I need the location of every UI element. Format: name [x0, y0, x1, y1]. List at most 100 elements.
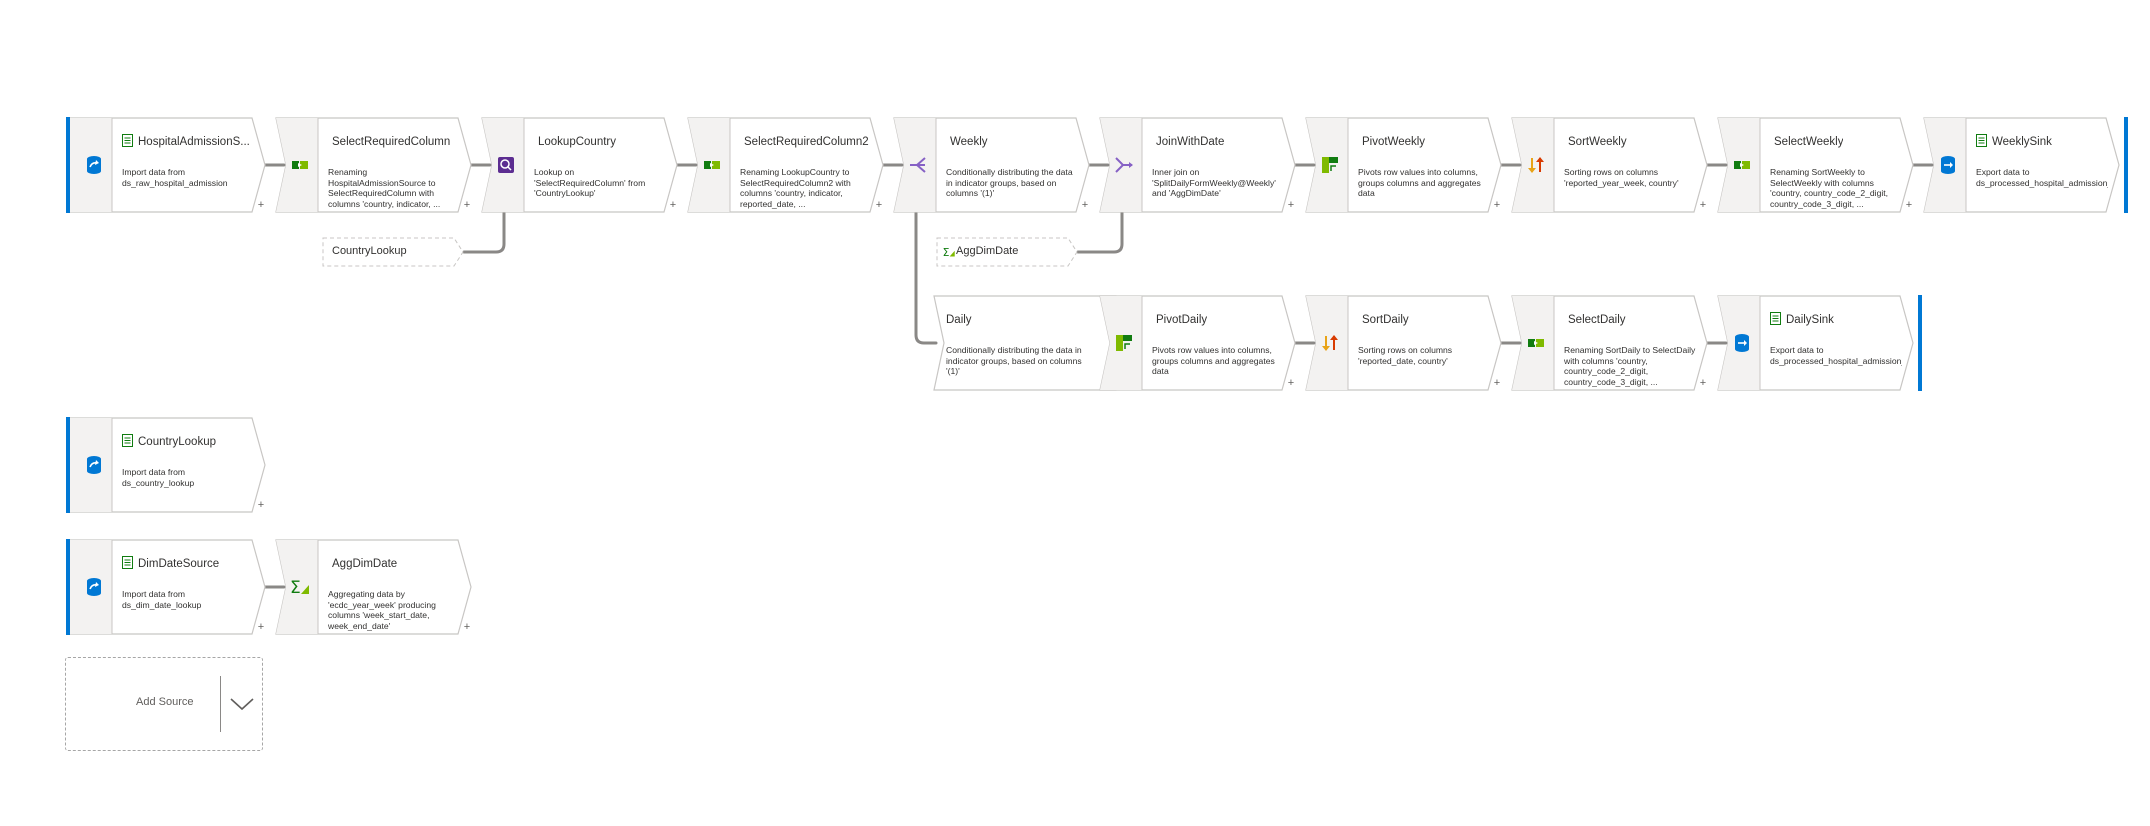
node-description: Sorting rows on columns 'reported_year_w… [1564, 167, 1679, 188]
branch-line [914, 211, 938, 345]
chevron-down-icon[interactable] [229, 696, 255, 712]
node-title: SelectWeekly [1774, 136, 1844, 148]
lookup-reference-line [462, 211, 506, 254]
node-title: PivotWeekly [1362, 136, 1426, 148]
sink-icon [1941, 156, 1955, 174]
node-frame [275, 117, 472, 213]
lookup-icon [498, 157, 514, 173]
node-icon-holder [1312, 295, 1348, 391]
node-icon-holder [1724, 295, 1760, 391]
add-transformation-button[interactable]: + [1699, 377, 1707, 389]
ghost-label: AggDimDate [956, 245, 1019, 257]
aggregate-icon: Σ [943, 246, 955, 259]
ghost-agg-dim-date[interactable]: Σ AggDimDate [936, 237, 1078, 267]
node-title: SelectDaily [1568, 314, 1626, 326]
doc-icon [122, 434, 133, 447]
svg-text:Σ: Σ [943, 246, 950, 259]
ghost-label: CountryLookup [332, 245, 407, 257]
add-transformation-button[interactable]: + [257, 621, 265, 633]
add-transformation-button[interactable]: + [1287, 199, 1295, 211]
add-transformation-button[interactable]: + [1493, 377, 1501, 389]
add-transformation-button[interactable]: + [1287, 377, 1295, 389]
add-transformation-button[interactable]: + [463, 621, 471, 633]
node-icon-holder [900, 117, 936, 213]
doc-icon [122, 556, 133, 569]
node-title: WeeklySink [1992, 136, 2052, 148]
node-frame [1099, 295, 1296, 391]
sink-indicator-bar [2124, 117, 2128, 213]
add-transformation-button[interactable]: + [1493, 199, 1501, 211]
doc-icon [122, 134, 133, 147]
source-icon [87, 456, 101, 474]
node-description: Import data from ds_raw_hospital_admissi… [122, 167, 228, 188]
ghost-frame [322, 237, 464, 267]
node-description: Renaming HospitalAdmissionSource to Sele… [328, 167, 441, 209]
add-transformation-button[interactable]: + [1905, 199, 1913, 211]
add-transformation-button[interactable]: + [669, 199, 677, 211]
add-source-divider [220, 676, 221, 732]
node-description: Pivots row values into columns, groups c… [1152, 345, 1275, 376]
node-frame [1511, 117, 1708, 213]
add-transformation-button[interactable]: + [463, 199, 471, 211]
source-icon [87, 578, 101, 596]
node-description: Export data to ds_processed_hospital_adm… [1976, 167, 2108, 188]
node-description: Lookup on 'SelectRequiredColumn' from 'C… [534, 167, 646, 198]
node-icon-holder [1518, 117, 1554, 213]
node-icon-holder [76, 417, 112, 513]
node-frame [69, 539, 266, 635]
sink-indicator-bar [1918, 295, 1922, 391]
select-icon [704, 161, 720, 169]
sort-icon [1322, 335, 1338, 351]
add-transformation-button[interactable]: + [257, 199, 265, 211]
select-icon [292, 161, 308, 169]
add-source-button[interactable]: Add Source [65, 657, 263, 751]
node-title: SortDaily [1362, 314, 1409, 326]
node-description: Inner join on 'SplitDailyFormWeekly@Week… [1152, 167, 1276, 198]
ghost-country-lookup[interactable]: CountryLookup [322, 237, 464, 267]
add-transformation-button[interactable]: + [1081, 199, 1089, 211]
split-icon [910, 157, 926, 173]
node-icon-holder [1106, 117, 1142, 213]
svg-text:Σ: Σ [290, 578, 301, 598]
node-icon-holder [76, 117, 112, 213]
node-title: Daily [946, 314, 972, 326]
node-title: DimDateSource [138, 558, 220, 570]
node-title: DailySink [1786, 314, 1834, 326]
node-title: SortWeekly [1568, 136, 1627, 148]
node-description: Conditionally distributing the data in i… [946, 167, 1073, 198]
add-transformation-button[interactable]: + [1699, 199, 1707, 211]
join-reference-line [1076, 211, 1124, 254]
node-description: Import data from ds_country_lookup [122, 467, 195, 488]
node-description: Pivots row values into columns, groups c… [1358, 167, 1481, 198]
node-title: LookupCountry [538, 136, 616, 148]
node-description: Conditionally distributing the data in i… [946, 345, 1082, 376]
add-transformation-button[interactable]: + [875, 199, 883, 211]
node-icon-holder [282, 117, 318, 213]
node-icon-holder [1518, 295, 1554, 391]
add-transformation-button[interactable]: + [257, 499, 265, 511]
node-frame [1099, 117, 1296, 213]
select-icon [1734, 161, 1750, 169]
node-description: Renaming LookupCountry to SelectRequired… [740, 167, 851, 209]
node-frame [69, 117, 266, 213]
node-hospital-admission-source[interactable]: HospitalAdmissionS...Import data from ds… [69, 117, 266, 213]
pivot-icon [1322, 157, 1338, 173]
